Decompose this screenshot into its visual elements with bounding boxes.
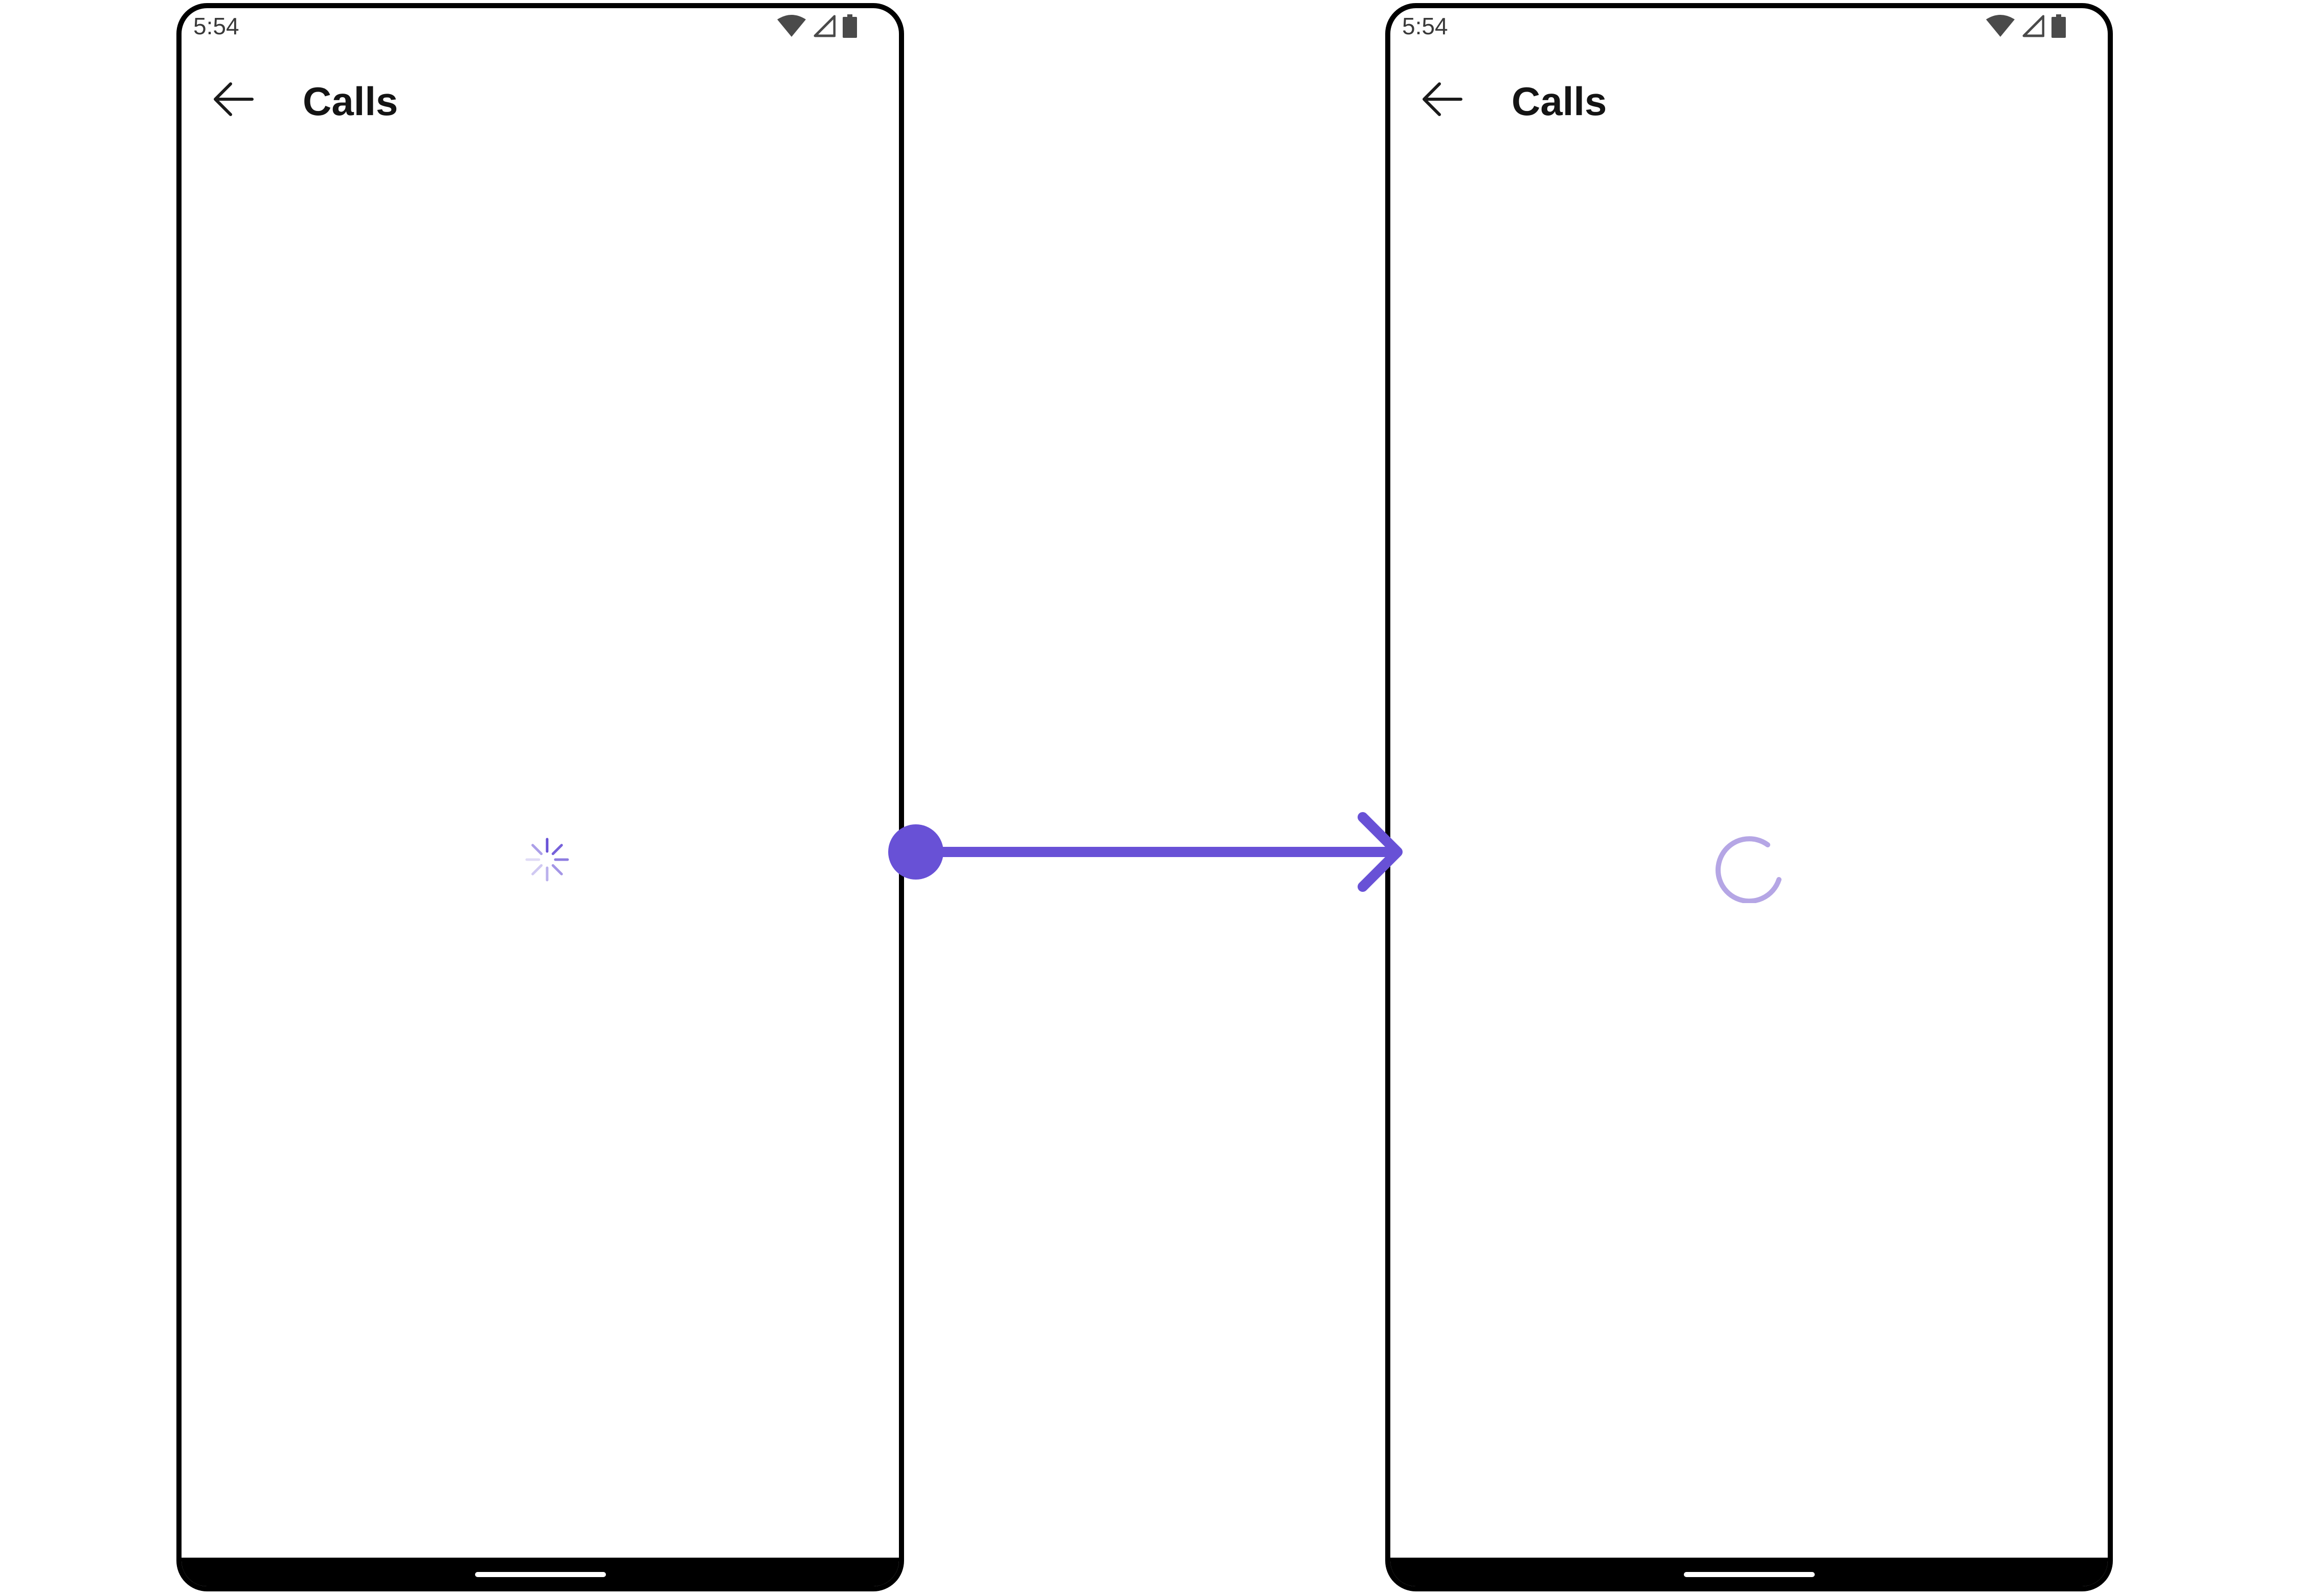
phone-frame-before: 5:54 Calls — [176, 3, 904, 1591]
page-title: Calls — [303, 79, 398, 124]
status-bar: 5:54 — [182, 8, 899, 49]
ios-activity-spinner-icon — [524, 837, 570, 883]
status-icons — [1986, 14, 2066, 38]
battery-icon — [2051, 14, 2066, 38]
wifi-icon — [777, 14, 806, 38]
cell-signal-icon — [2022, 14, 2045, 38]
material-circular-progress-icon — [1712, 826, 1789, 904]
status-bar: 5:54 — [1390, 8, 2108, 49]
battery-icon — [843, 14, 857, 38]
wifi-icon — [1986, 14, 2015, 38]
navigation-bar — [182, 1558, 899, 1586]
home-indicator[interactable] — [1683, 1572, 1815, 1577]
cell-signal-icon — [813, 14, 836, 38]
status-time: 5:54 — [1402, 13, 1448, 39]
arrow-right-icon — [911, 812, 1403, 892]
app-bar: Calls — [182, 64, 899, 136]
arrow-left-icon — [213, 81, 254, 120]
back-button[interactable] — [208, 75, 259, 126]
page-title: Calls — [1512, 79, 1607, 124]
status-icons — [777, 14, 857, 38]
phone-frame-after: 5:54 Calls — [1385, 3, 2113, 1591]
status-time: 5:54 — [193, 13, 239, 39]
navigation-bar — [1390, 1558, 2108, 1586]
app-bar: Calls — [1390, 64, 2108, 136]
arrow-left-icon — [1422, 81, 1463, 120]
home-indicator[interactable] — [475, 1572, 606, 1577]
back-button[interactable] — [1417, 75, 1468, 126]
